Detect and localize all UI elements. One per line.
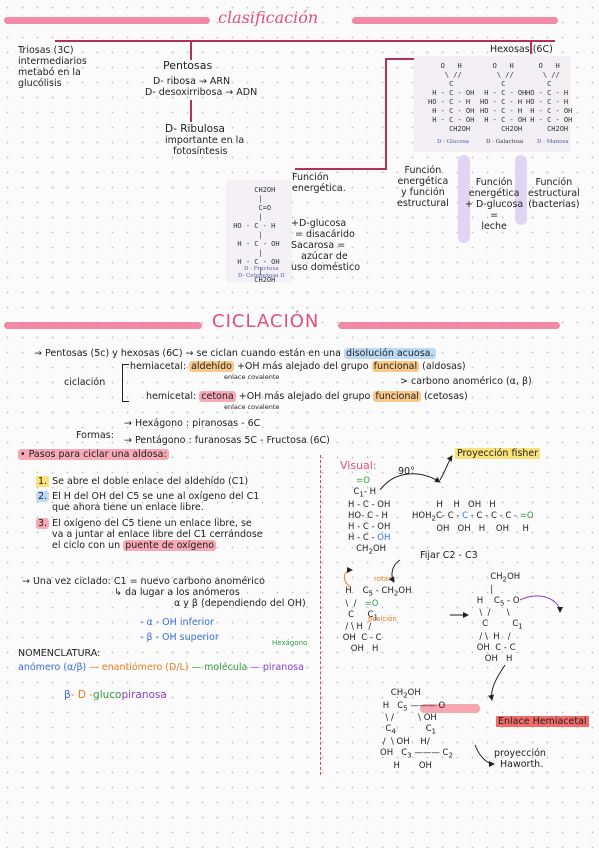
branch-cetosas — [385, 58, 387, 170]
ciclacion-label: ciclación — [64, 377, 106, 388]
fisher-structure: =O C1- H H - C - OH HO- C - H H - C - OH… — [348, 476, 391, 556]
enlace-covalente-2: enlace covalente — [224, 403, 280, 411]
proyeccion-haworth: proyección Haworth. — [494, 748, 546, 770]
fijar-label: Fijar C2 - C3 — [420, 550, 478, 561]
galactose-structure: O H \ // C H - C - OH HO - C - H HO - C … — [480, 62, 527, 133]
formas-list: → Hexágono : piranosas - 6C → Pentágono … — [124, 418, 330, 446]
nomenclatura-title: NOMENCLATURA: — [18, 648, 101, 659]
rotan-label: rotan — [374, 575, 393, 583]
fructosa-function: Función energética. — [292, 172, 346, 194]
proyeccion-fisher: Proyección fisher — [455, 448, 541, 459]
paso-3: 3. El oxígeno del C5 tiene un enlace lib… — [36, 518, 263, 551]
band-manosa — [515, 155, 527, 225]
fructose-label: D - Fructosa D- Cetohexosa II — [238, 266, 285, 279]
fructose-structure: CH2OH | C=O | HO - C - H | H - C - OH | … — [233, 186, 280, 284]
ciclacion-banner-left — [4, 322, 202, 329]
section-divider — [320, 455, 321, 775]
hemicetal-line: hemicetal: cetona +OH más alejado del gr… — [146, 391, 468, 402]
ciclacion-intro: → Pentosas (5c) y hexosas (6C) → se cicl… — [34, 348, 436, 359]
nomenclatura-example: β- D -glucopiranosa — [64, 689, 167, 701]
glucosa-function: Función energética y función estructural — [397, 165, 449, 209]
visual-label: Visual: — [340, 459, 377, 472]
enlace-covalente-1: enlace covalente — [224, 373, 280, 381]
ciclacion-banner-right — [338, 322, 560, 329]
branch-fructosa — [295, 168, 387, 170]
hexose-name-galactosa: D - Galactosa — [486, 139, 524, 145]
nomenclatura-line: anómero (α/β) — enantiómero (D/L) — molé… — [18, 662, 304, 673]
ring-closing-structure: CH2OH | H C5 - O \ / \ C C1 / \ H / OH C… — [474, 572, 523, 665]
section-title-clasificacion: clasificación — [218, 8, 319, 27]
ribulosa-text: D- Ribulosa importante en la fotosíntesi… — [165, 123, 245, 158]
haworth-structure: CH2OH H C5 ——— O \ / \ OH C4 C1 / \ OH H… — [380, 688, 453, 771]
hexose-name-glucosa: D - Glucosa — [437, 139, 469, 145]
galactosa-function: Función energética + D-glucosa = leche — [465, 177, 524, 232]
paso-1: 1. Se abre el doble enlace del aldehído … — [36, 476, 249, 487]
fructose-panel — [226, 180, 292, 282]
alpha-inferior: - α - OH inferior — [140, 617, 214, 628]
branch-ribulosa — [190, 100, 192, 122]
branch-hexosas — [530, 40, 532, 54]
pentosas-list: D- ribosa → ARN D- desoxirribosa → ADN — [145, 76, 258, 98]
beta-superior: - β - OH superior — [140, 632, 219, 643]
rotation-structure: H C5 - CH2OH \ / =O C C1 / \ H / OH C - … — [340, 586, 412, 655]
ciclacion-brace — [122, 364, 129, 402]
branch-top-line — [55, 40, 555, 42]
manosa-function: Función estructural (bacterias) — [528, 177, 580, 210]
enlace-hemiacetal: Enlace Hemiacetal — [496, 716, 589, 727]
hexosas-title: Hexosas (6C) — [490, 44, 553, 55]
pentosas-title: Pentosas — [163, 59, 213, 72]
glucose-structure: O H \ // C H - C - OH HO - C - H H - C -… — [428, 62, 475, 133]
title-banner-right — [352, 17, 558, 24]
fructosa-notes: +D-glucosa = disacárido Sacarosa = azúca… — [291, 218, 361, 273]
hemiacetal-bond-highlight — [420, 704, 480, 713]
posicion-label: posición — [368, 615, 397, 623]
hemiacetal-line: hemiacetal: aldehído +OH más alejado del… — [130, 361, 466, 372]
section-title-ciclacion: CICLACIÓN — [212, 311, 320, 332]
branch-pentosas — [190, 40, 192, 60]
carbono-anomerico: > carbono anomérico (α, β) — [400, 376, 532, 387]
pasos-title: • Pasos para ciclar una aldosa: — [18, 449, 169, 460]
linear-structure: H H OH H HOH2C- C - C - C - C - C - =O O… — [412, 500, 534, 534]
triosas-text: Triosas (3C) intermediarios metabó en la… — [18, 45, 87, 89]
hexose-name-manosa: D - Manosa — [537, 139, 569, 145]
title-banner-left — [4, 17, 210, 24]
branch-cetosas-top — [385, 58, 435, 60]
band-galactosa — [458, 155, 470, 243]
ciclado-text: → Una vez ciclado: C1 = nuevo carbono an… — [22, 576, 306, 609]
hexoses-structures-panel — [414, 56, 570, 152]
paso-2: 2. El H del OH del C5 se une al oxígeno … — [36, 491, 260, 513]
mannose-structure: O H \ // C HO - C - H HO - C - H H - C -… — [526, 62, 573, 133]
formas-label: Formas: — [76, 430, 114, 441]
angle-label: 90° — [398, 466, 415, 477]
hexagono-note: Hexágono — [272, 639, 308, 647]
